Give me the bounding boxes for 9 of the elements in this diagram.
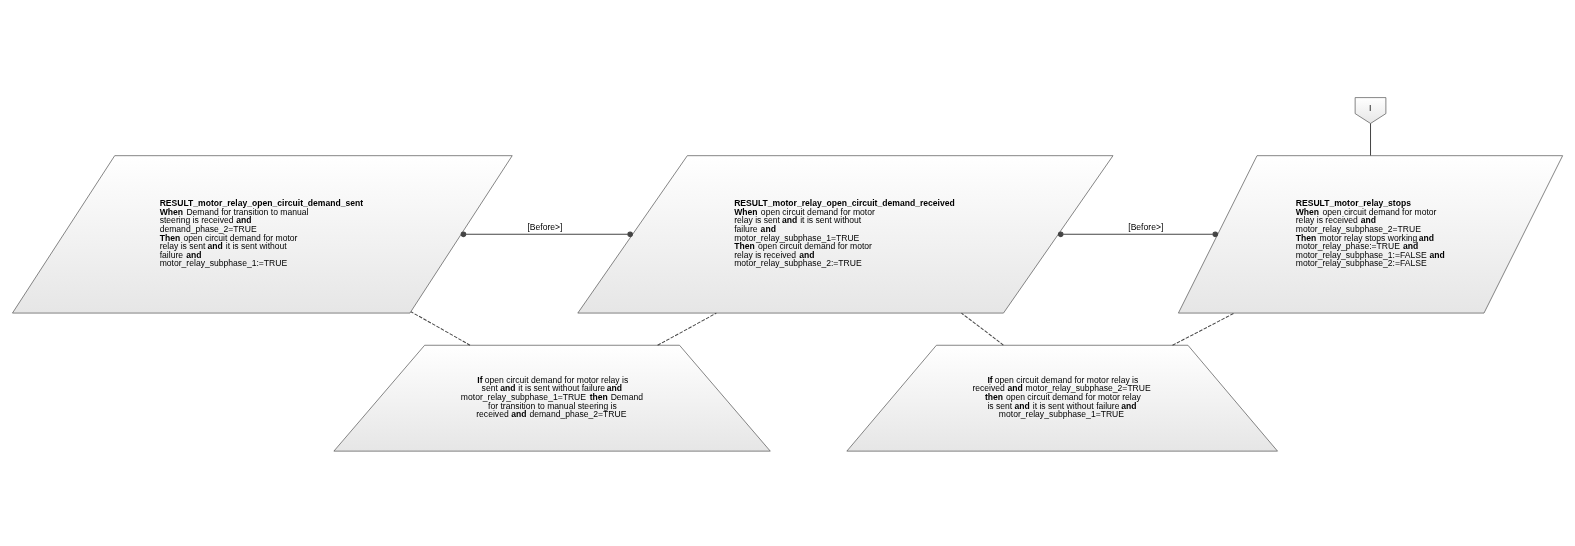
connector [1172,312,1235,346]
connector [410,311,471,346]
connector [657,312,717,346]
connector [1057,231,1219,238]
connector [460,231,633,238]
edge-label: [Before>] [527,221,563,232]
connector [1370,123,1371,156]
edge-label: [Before>] [1128,221,1164,232]
connector [960,312,1004,346]
